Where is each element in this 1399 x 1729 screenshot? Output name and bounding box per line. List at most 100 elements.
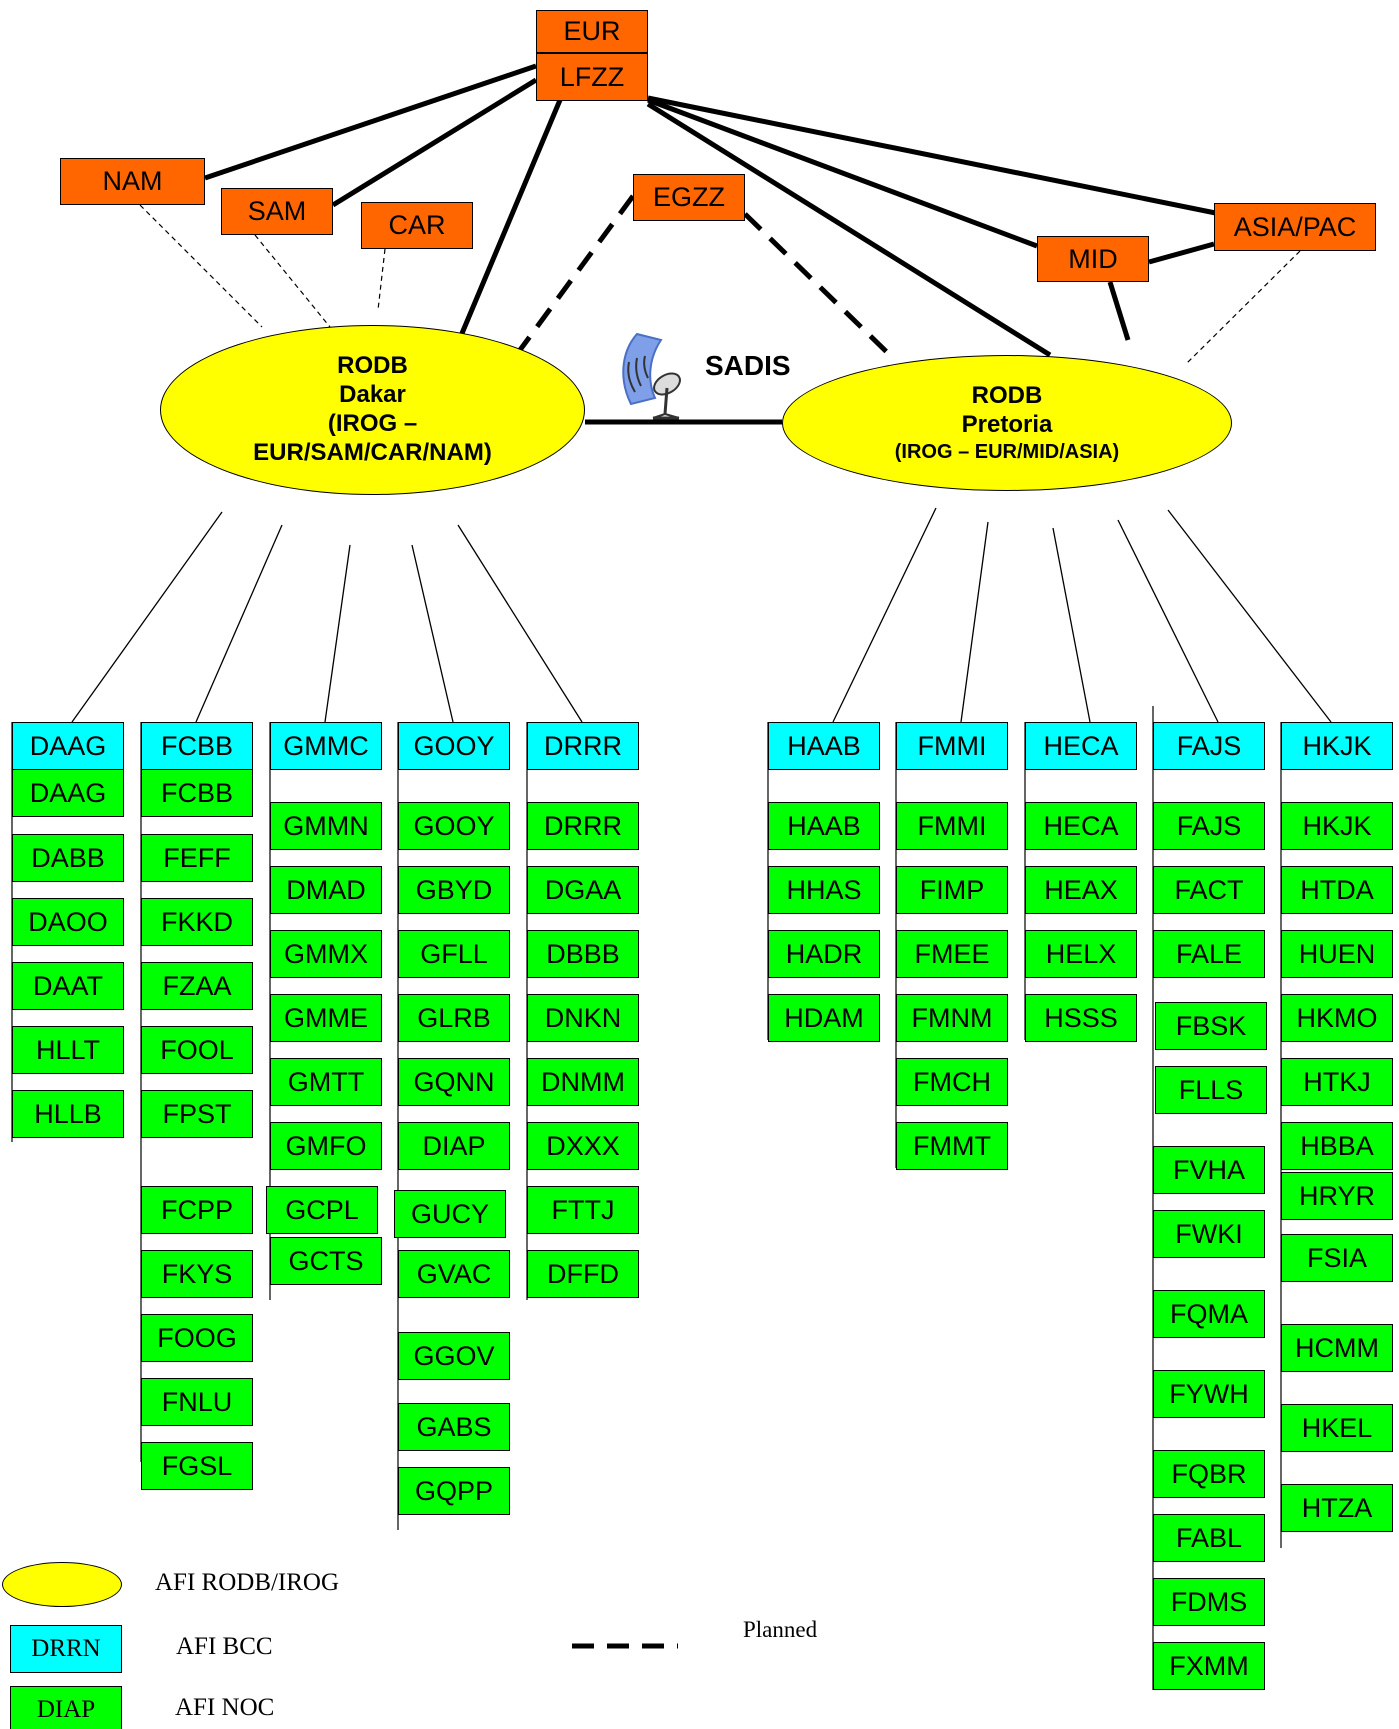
rodb-pretoria-line1: RODB [971, 382, 1043, 410]
noc-box: HLLT [12, 1026, 124, 1074]
region-egzz: EGZZ [633, 174, 745, 221]
noc-box: DMAD [270, 866, 382, 914]
noc-box: HELX [1025, 930, 1137, 978]
bcc-box: GOOY [398, 722, 510, 770]
region-lfzz: LFZZ [536, 53, 648, 101]
noc-box: DFFD [527, 1250, 639, 1298]
noc-box: DIAP [398, 1122, 510, 1170]
noc-box: HDAM [768, 994, 880, 1042]
noc-box: DGAA [527, 866, 639, 914]
link-rodb-bcc [195, 524, 283, 723]
noc-box: GGOV [398, 1332, 510, 1380]
rodb-dakar-line3: (IROG – [327, 410, 418, 437]
noc-box: GABS [398, 1403, 510, 1451]
planned-egzz-dakar [517, 194, 636, 352]
rodb-dakar-line4: EUR/SAM/CAR/NAM) [253, 438, 492, 466]
dash-sam-dakar [254, 234, 331, 328]
legend-rodb-label: AFI RODB/IROG [155, 1569, 340, 1596]
noc-box: FMMI [896, 802, 1008, 850]
link-mid-asia [1148, 241, 1215, 265]
noc-box: GMMN [270, 802, 382, 850]
noc-box: HTDA [1281, 866, 1393, 914]
link-lfzz-asia [647, 95, 1261, 225]
link-rodb-bcc [832, 507, 937, 723]
noc-box: FABL [1153, 1514, 1265, 1562]
noc-box: GLRB [398, 994, 510, 1042]
noc-box: FPST [141, 1090, 253, 1138]
legend-bcc-label: AFI BCC [176, 1633, 273, 1660]
rodb-pretoria-line3: (IROG – EUR/MID/ASIA) [894, 440, 1120, 463]
noc-box: HKMO [1281, 994, 1393, 1042]
noc-box: HAAB [768, 802, 880, 850]
bcc-box: DRRR [527, 722, 639, 770]
noc-box: HTZA [1281, 1484, 1393, 1532]
noc-box: FBSK [1155, 1002, 1267, 1050]
legend-rodb-ellipse [2, 1562, 122, 1607]
bcc-box: FCBB [141, 722, 253, 770]
noc-box: GMTT [270, 1058, 382, 1106]
link-rodb-bcc [71, 511, 223, 723]
planned-egzz-pretoria [743, 212, 897, 362]
noc-box: FLLS [1155, 1066, 1267, 1114]
noc-box: FEFF [141, 834, 253, 882]
link-lfzz-nam [204, 63, 537, 181]
noc-box: FNLU [141, 1378, 253, 1426]
dash-car-dakar [377, 248, 386, 311]
noc-box: GMME [270, 994, 382, 1042]
noc-box: FAJS [1153, 802, 1265, 850]
noc-box: DAAG [12, 769, 124, 817]
bcc-box: HECA [1025, 722, 1137, 770]
dash-asia-pretoria [1184, 250, 1301, 366]
bcc-box: DAAG [12, 722, 124, 770]
link-lfzz-mid [647, 97, 1038, 249]
noc-box: DNMM [527, 1058, 639, 1106]
noc-box: HHAS [768, 866, 880, 914]
region-car: CAR [361, 202, 473, 249]
noc-box: HSSS [1025, 994, 1137, 1042]
noc-box: GMFO [270, 1122, 382, 1170]
noc-box: GQNN [398, 1058, 510, 1106]
noc-box: DNKN [527, 994, 639, 1042]
noc-box: FZAA [141, 962, 253, 1010]
noc-box: DABB [12, 834, 124, 882]
noc-box: GOOY [398, 802, 510, 850]
noc-box: HLLB [12, 1090, 124, 1138]
noc-box: GVAC [398, 1250, 510, 1298]
noc-box: FXMM [1153, 1642, 1265, 1690]
legend-bcc-sample: DRRN [10, 1625, 122, 1673]
noc-box: FDMS [1153, 1578, 1265, 1626]
noc-box: FIMP [896, 866, 1008, 914]
rodb-pretoria: RODB Pretoria (IROG – EUR/MID/ASIA) [782, 355, 1232, 491]
noc-box: DAAT [12, 962, 124, 1010]
region-nam: NAM [60, 158, 205, 205]
noc-box: HTKJ [1281, 1058, 1393, 1106]
noc-box: FVHA [1153, 1146, 1265, 1194]
legend-planned-dash [572, 1643, 678, 1649]
region-sam: SAM [221, 188, 333, 235]
noc-box: FCBB [141, 769, 253, 817]
link-mid-pretoria [1107, 281, 1131, 341]
noc-box: FWKI [1153, 1210, 1265, 1258]
noc-box: DAOO [12, 898, 124, 946]
noc-box: GCTS [270, 1237, 382, 1285]
noc-box: FYWH [1153, 1370, 1265, 1418]
noc-box: GUCY [394, 1190, 506, 1238]
noc-box: FCPP [141, 1186, 253, 1234]
noc-box: GMMX [270, 930, 382, 978]
noc-box: HCMM [1281, 1324, 1393, 1372]
noc-box: HRYR [1281, 1172, 1393, 1220]
noc-box: FOOL [141, 1026, 253, 1074]
noc-box: FGSL [141, 1442, 253, 1490]
link-rodb-bcc [1117, 519, 1219, 723]
noc-box: FMEE [896, 930, 1008, 978]
rodb-dakar: RODB Dakar (IROG – EUR/SAM/CAR/NAM) [160, 325, 585, 495]
noc-box: FSIA [1281, 1234, 1393, 1282]
noc-box: HEAX [1025, 866, 1137, 914]
legend-planned-label: Planned [743, 1617, 818, 1642]
noc-box: FMMT [896, 1122, 1008, 1170]
sadis-label: SADIS [705, 350, 791, 381]
noc-box: GQPP [398, 1467, 510, 1515]
noc-box: FMCH [896, 1058, 1008, 1106]
noc-box: FOOG [141, 1314, 253, 1362]
